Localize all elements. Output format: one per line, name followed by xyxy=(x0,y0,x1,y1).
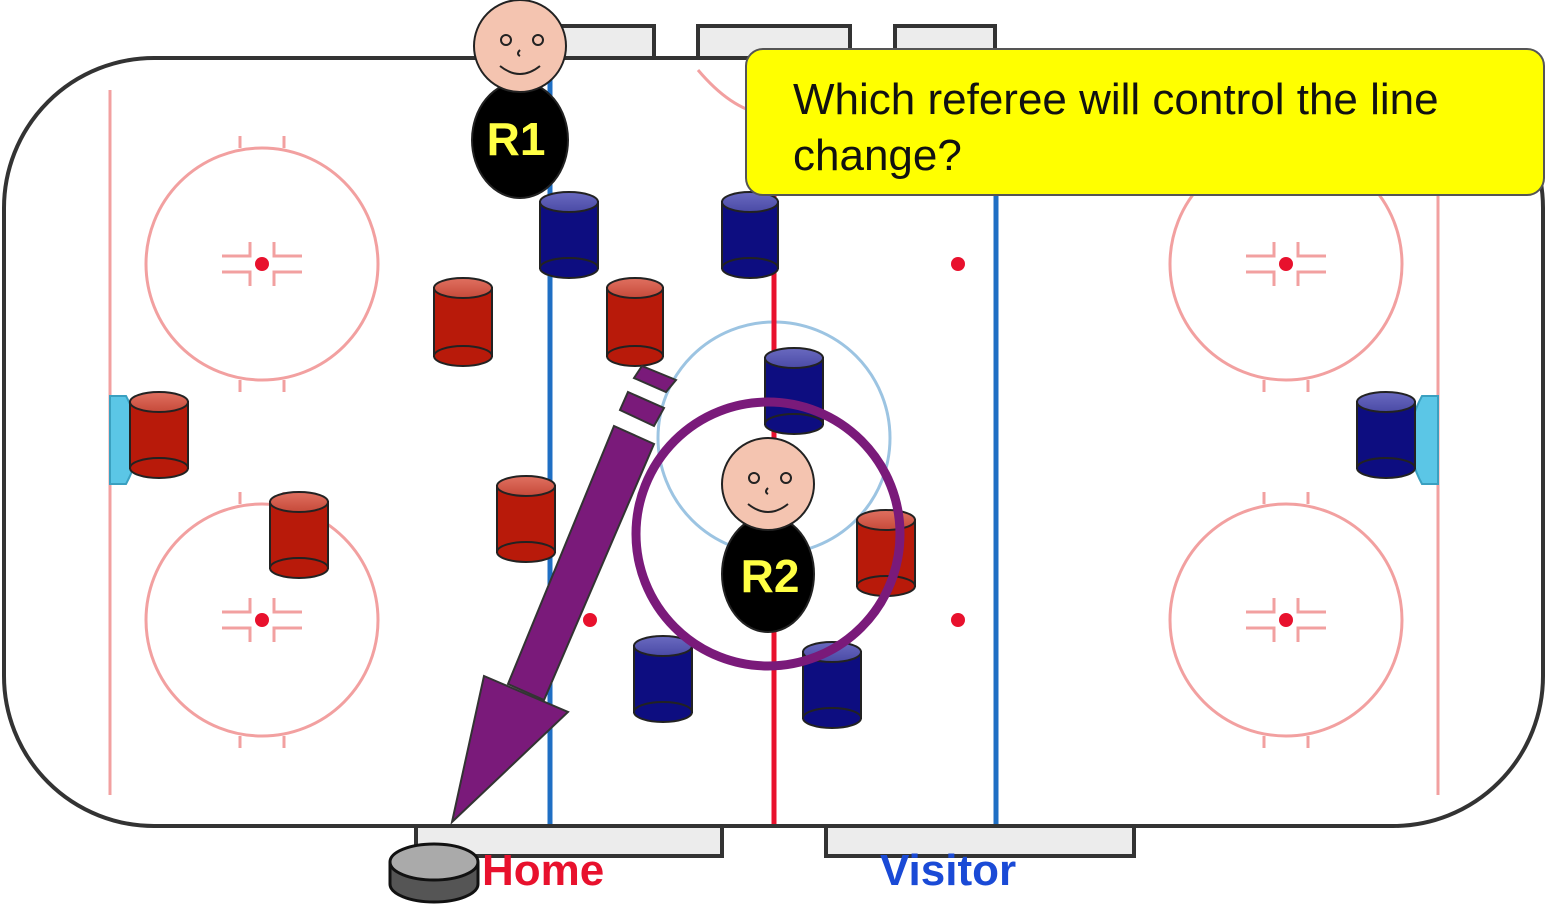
highlight-circle xyxy=(631,397,905,671)
faceoff-dot xyxy=(951,613,965,627)
home-player xyxy=(606,277,664,367)
referee-r2-label: R2 xyxy=(741,550,800,602)
arrow-icon xyxy=(450,364,678,825)
referee-r1-label: R1 xyxy=(487,113,546,165)
referee-face-icon xyxy=(473,0,567,93)
visitor-player xyxy=(1356,391,1416,479)
faceoff-dot xyxy=(951,257,965,271)
referee-face-icon xyxy=(721,437,815,531)
home-player xyxy=(496,475,556,563)
question-callout: Which referee will control the line chan… xyxy=(745,48,1545,196)
home-player xyxy=(269,491,329,579)
visitor-player xyxy=(721,191,779,279)
home-player xyxy=(433,277,493,367)
faceoff-dot xyxy=(583,613,597,627)
question-text: Which referee will control the line chan… xyxy=(793,75,1439,180)
hockey-puck-icon xyxy=(388,842,480,904)
referee-r1: R1 xyxy=(471,0,569,199)
home-bench-label: Home xyxy=(482,846,605,895)
visitor-player xyxy=(539,191,599,279)
referee-r2: R2 xyxy=(721,437,815,633)
visitor-player xyxy=(633,635,693,723)
visitor-player xyxy=(764,347,824,435)
home-player xyxy=(129,391,189,479)
home-players xyxy=(129,277,916,597)
visitor-bench-label: Visitor xyxy=(880,846,1017,895)
